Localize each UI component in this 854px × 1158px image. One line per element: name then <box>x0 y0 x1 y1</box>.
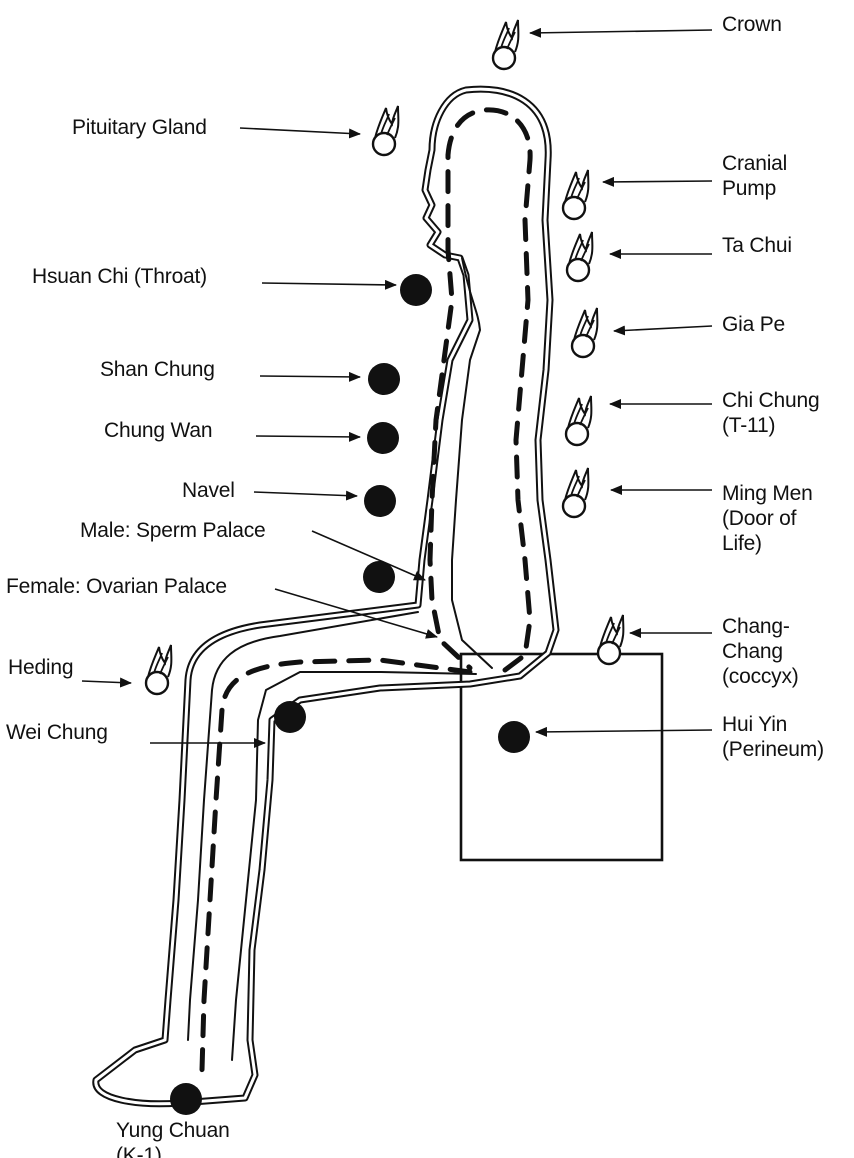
wei-chung-dot-icon <box>274 701 306 733</box>
pituitary-flame-icon <box>373 106 398 155</box>
navel-dot-icon <box>364 485 396 517</box>
hsuan-chi-dot-icon <box>400 274 432 306</box>
ming-men-flame-icon <box>563 468 588 517</box>
heding-flame-icon <box>146 645 171 694</box>
cranial-pump-flame-icon <box>563 170 588 219</box>
chang-chang-flame-icon <box>598 615 623 664</box>
shan-chung-dot-icon <box>368 363 400 395</box>
hui-yin-dot-icon <box>498 721 530 753</box>
bench <box>461 654 662 860</box>
sperm-palace-dot-icon <box>363 561 395 593</box>
body-outline <box>96 89 556 1104</box>
orbit-path <box>202 110 530 1070</box>
crown-flame-icon <box>493 20 518 69</box>
gia-pe-flame-icon <box>572 308 597 357</box>
ta-chui-flame-icon <box>567 232 592 281</box>
chung-wan-dot-icon <box>367 422 399 454</box>
yung-chuan-dot-icon <box>170 1083 202 1115</box>
chi-chung-flame-icon <box>566 396 591 445</box>
